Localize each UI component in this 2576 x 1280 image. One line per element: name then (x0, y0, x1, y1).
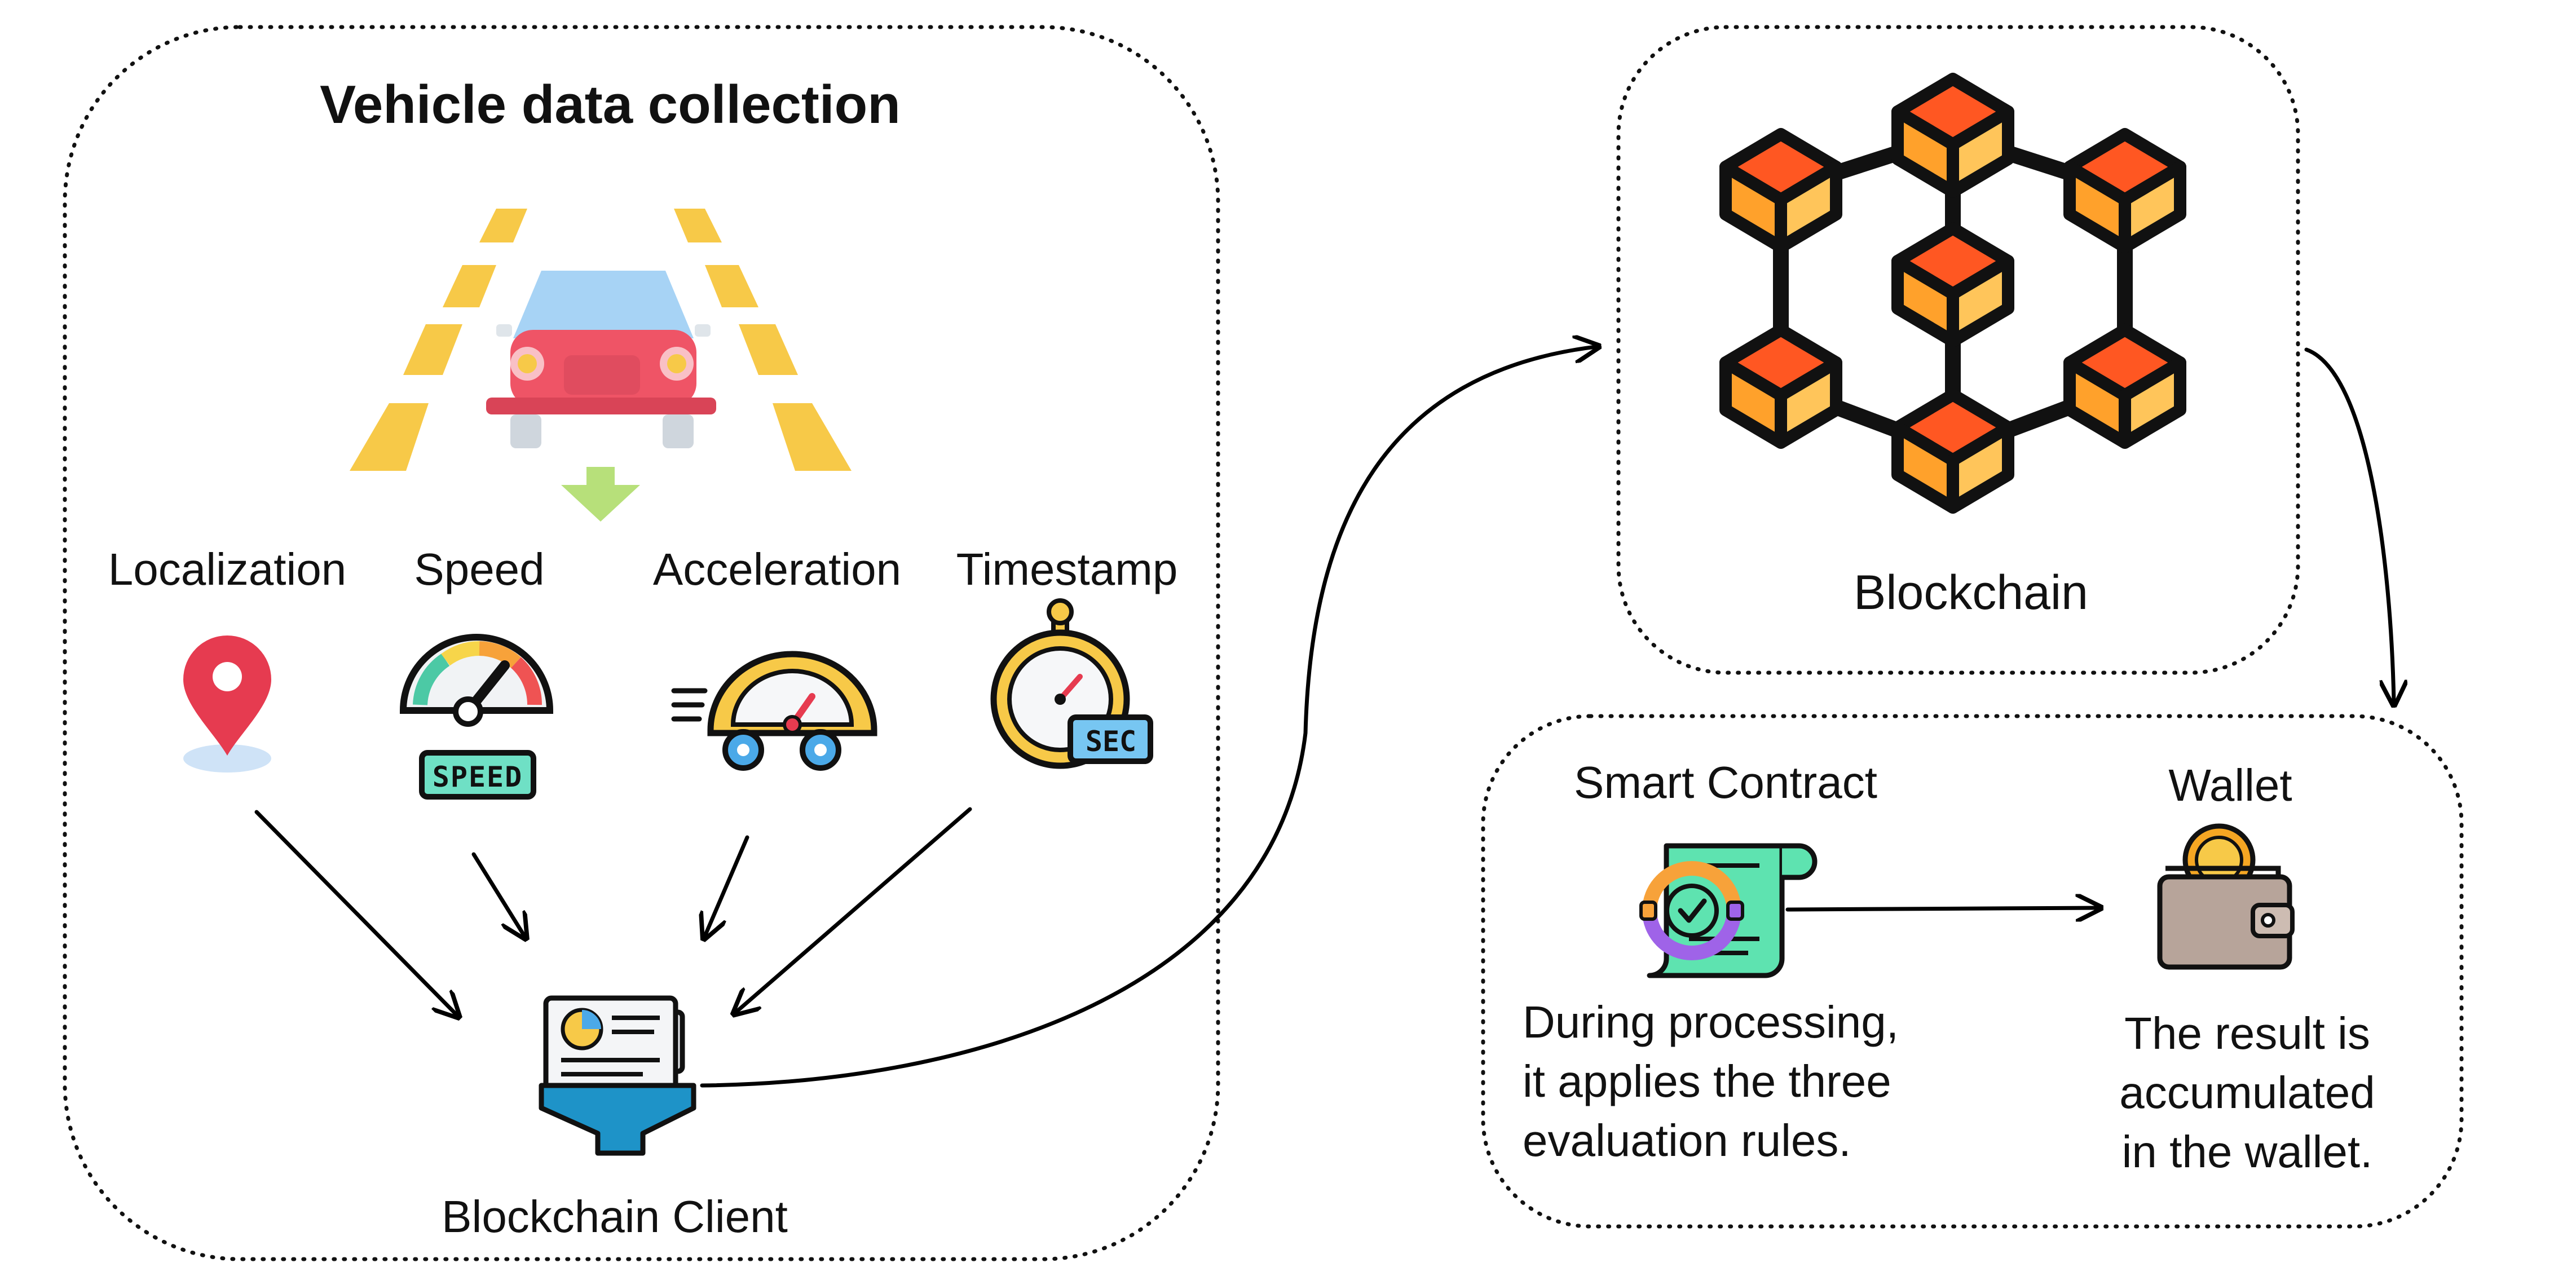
chain-block-icon (2063, 128, 2186, 253)
smart-contract-label: Smart Contract (1574, 757, 1877, 807)
blockchain-client-label: Blockchain Client (442, 1191, 788, 1242)
speed-gauge-text: SPEED (432, 761, 523, 793)
vehicle-section-title: Vehicle data collection (320, 74, 901, 135)
wallet-description: The result is accumulated in the wallet. (2089, 1004, 2405, 1181)
speedometer-icon (399, 634, 554, 800)
location-pin-icon (183, 635, 271, 773)
smart-contract-description: During processing, it applies the three … (1523, 992, 1951, 1170)
chain-block-icon (1891, 389, 2014, 514)
wallet-label: Wallet (2168, 760, 2292, 810)
stopwatch-icon (990, 598, 1153, 769)
chain-block-icon (2063, 324, 2186, 449)
arrow-localization-to-client (254, 810, 457, 1015)
input-label-localization: Localization (108, 544, 347, 594)
vehicle-section-container (63, 25, 1220, 1261)
arrow-blockchain-to-wallet-section (2304, 347, 2394, 702)
wallet-icon (2157, 823, 2295, 970)
blockchain-client-icon (539, 995, 696, 1156)
arrow-client-to-blockchain (700, 347, 1596, 1088)
smart-contract-desc-line-2: it applies the three (1523, 1056, 1891, 1106)
arrow-timestamp-to-client (736, 807, 972, 1012)
chain-block-icon (1891, 73, 2014, 198)
arrow-acceleration-to-client (705, 835, 749, 936)
input-label-timestamp: Timestamp (956, 544, 1178, 594)
chain-block-icon (1719, 128, 1842, 253)
wallet-desc-line-2: accumulated (2119, 1067, 2375, 1118)
smart-contract-desc-line-3: evaluation rules. (1523, 1115, 1851, 1166)
road-car-icon (350, 209, 852, 471)
arrow-speed-to-client (471, 852, 524, 936)
wallet-desc-line-1: The result is (2124, 1008, 2370, 1058)
blockchain-section-container (1616, 25, 2300, 675)
smart-contract-icon (1639, 843, 1818, 978)
contract-section-container (1481, 714, 2464, 1229)
wallet-desc-line-3: in the wallet. (2121, 1127, 2373, 1177)
input-label-acceleration: Acceleration (652, 544, 902, 594)
smart-contract-desc-line-1: During processing, (1523, 997, 1899, 1047)
acceleration-gauge-icon (671, 651, 877, 771)
chain-block-icon (1719, 324, 1842, 449)
blockchain-network-icon (1719, 73, 2186, 514)
input-label-speed: Speed (414, 544, 545, 594)
down-arrow-icon (561, 467, 640, 522)
timer-badge-text: SEC (1085, 725, 1137, 758)
blockchain-label: Blockchain (1854, 566, 2088, 620)
arrow-contract-to-wallet (1785, 908, 2098, 910)
chain-block-icon (1891, 222, 2014, 347)
